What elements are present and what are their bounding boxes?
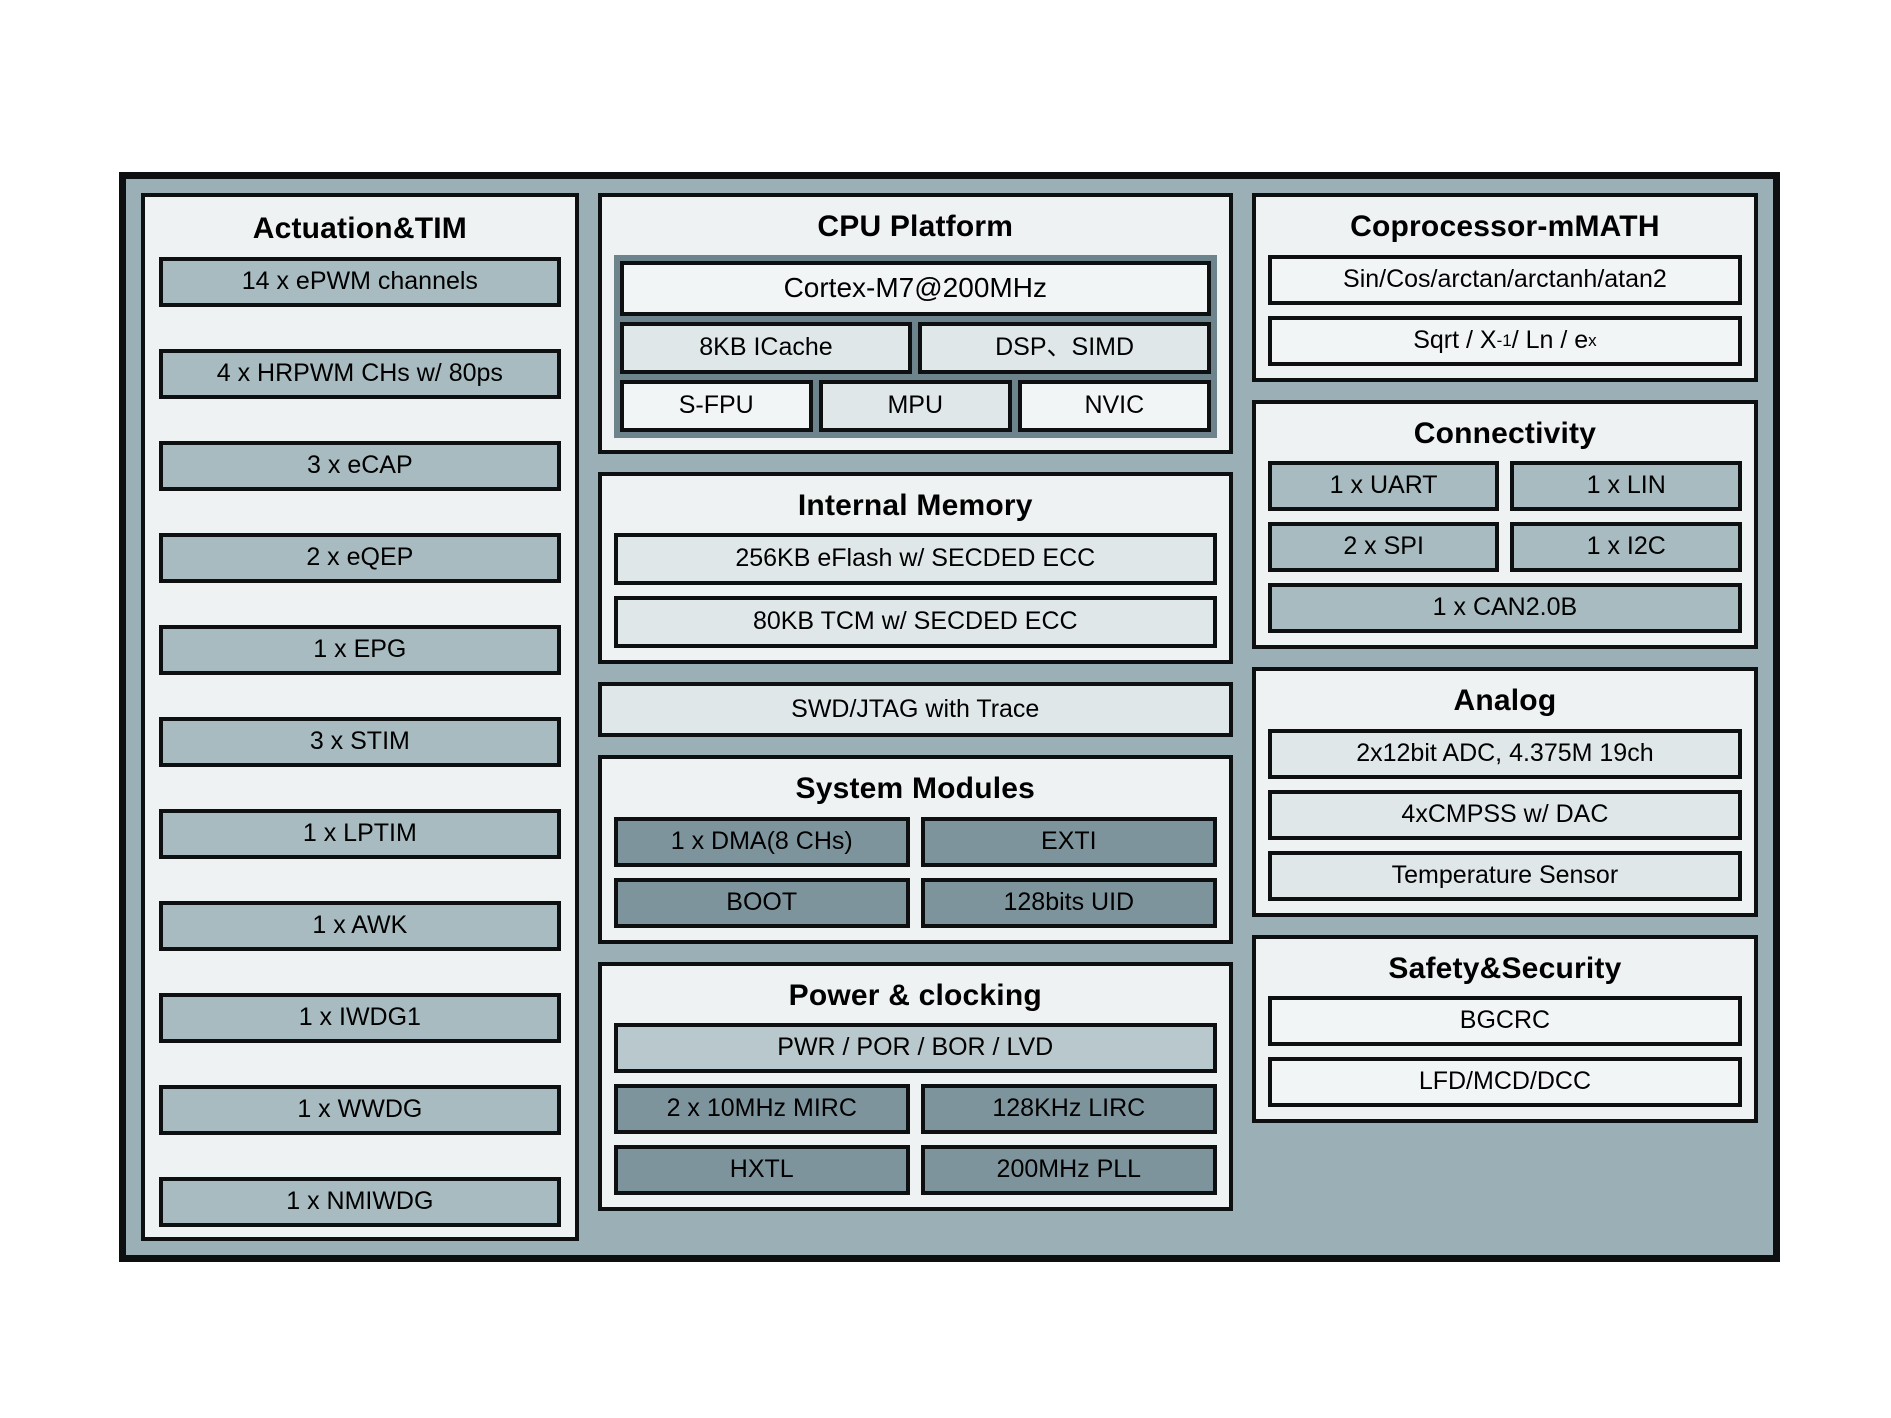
spacer [159, 1146, 561, 1165]
panel-title-internal-memory: Internal Memory [797, 488, 1033, 522]
system-dma[interactable]: 1 x DMA(8 CHs) [613, 816, 910, 867]
conn-can[interactable]: 1 x CAN2.0B [1267, 583, 1742, 633]
panel-safety-security: Safety&Security BGCRC LFD/MCD/DCC [1251, 934, 1758, 1123]
analog-list: 2x12bit ADC, 4.375M 19ch 4xCMPSS w/ DAC … [1267, 728, 1742, 901]
power-clocking-list: PWR / POR / BOR / LVD 2 x 10MHz MIRC 128… [613, 1023, 1217, 1195]
analog-adc[interactable]: 2x12bit ADC, 4.375M 19ch [1267, 728, 1742, 779]
panel-title-safety-security: Safety&Security [1388, 951, 1622, 985]
actuation-item-wwdg[interactable]: 1 x WWDG [159, 1084, 561, 1135]
coproc-trig[interactable]: Sin/Cos/arctan/arctanh/atan2 [1267, 254, 1742, 305]
cpu-mpu[interactable]: MPU [818, 379, 1012, 432]
actuation-item-eqep[interactable]: 2 x eQEP [159, 532, 561, 583]
actuation-item-hrpwm[interactable]: 4 x HRPWM CHs w/ 80ps [159, 348, 561, 399]
spacer [159, 778, 561, 797]
panel-title-connectivity: Connectivity [1413, 416, 1597, 450]
panel-title-system-modules: System Modules [795, 772, 1036, 805]
panel-title-power-clocking: Power & clocking [788, 978, 1042, 1012]
conn-lin[interactable]: 1 x LIN [1510, 461, 1742, 511]
cpu-core[interactable]: Cortex-M7@200MHz [619, 260, 1211, 316]
actuation-item-lptim[interactable]: 1 x LPTIM [159, 808, 561, 859]
safety-lfd-mcd-dcc[interactable]: LFD/MCD/DCC [1267, 1057, 1742, 1107]
conn-uart[interactable]: 1 x UART [1267, 461, 1500, 511]
analog-cmpss-dac[interactable]: 4xCMPSS w/ DAC [1267, 789, 1742, 840]
actuation-item-list: 14 x ePWM channels 4 x HRPWM CHs w/ 80ps… [159, 256, 561, 1232]
panel-cpu-platform: CPU Platform Cortex-M7@200MHz 8KB ICache… [597, 193, 1233, 454]
spacer [159, 1054, 561, 1073]
column-middle: CPU Platform Cortex-M7@200MHz 8KB ICache… [597, 193, 1233, 1241]
safety-bgcrc[interactable]: BGCRC [1267, 996, 1742, 1046]
cpu-nvic[interactable]: NVIC [1017, 379, 1211, 432]
chip-outer-frame: Actuation&TIM 14 x ePWM channels 4 x HRP… [119, 172, 1780, 1262]
panel-analog: Analog 2x12bit ADC, 4.375M 19ch 4xCMPSS … [1251, 667, 1758, 917]
power-hxtl[interactable]: HXTL [613, 1145, 910, 1195]
actuation-item-ecap[interactable]: 3 x eCAP [159, 440, 561, 491]
spacer [159, 594, 561, 613]
memory-tcm[interactable]: 80KB TCM w/ SECDED ECC [613, 596, 1217, 648]
cpu-inner-block: Cortex-M7@200MHz 8KB ICache DSP、SIMD S-F… [613, 254, 1217, 438]
safety-security-list: BGCRC LFD/MCD/DCC [1267, 996, 1742, 1107]
spacer [159, 870, 561, 889]
memory-eflash[interactable]: 256KB eFlash w/ SECDED ECC [613, 533, 1217, 585]
panel-actuation-tim: Actuation&TIM 14 x ePWM channels 4 x HRP… [141, 193, 579, 1241]
system-modules-list: 1 x DMA(8 CHs) EXTI BOOT 128bits UID [613, 816, 1217, 928]
analog-temp-sensor[interactable]: Temperature Sensor [1267, 850, 1742, 901]
power-mirc[interactable]: 2 x 10MHz MIRC [613, 1084, 910, 1134]
spacer [159, 686, 561, 705]
conn-spi[interactable]: 2 x SPI [1267, 522, 1500, 572]
panel-coprocessor-mmath: Coprocessor-mMATH Sin/Cos/arctan/arctanh… [1251, 193, 1758, 382]
power-pwr-por-bor-lvd[interactable]: PWR / POR / BOR / LVD [613, 1023, 1217, 1073]
actuation-item-stim[interactable]: 3 x STIM [159, 716, 561, 767]
panel-internal-memory: Internal Memory 256KB eFlash w/ SECDED E… [597, 471, 1233, 664]
spacer [159, 410, 561, 429]
spacer [159, 502, 561, 521]
power-pll[interactable]: 200MHz PLL [920, 1145, 1217, 1195]
spacer [159, 962, 561, 981]
panel-title-cpu-platform: CPU Platform [817, 210, 1014, 243]
actuation-item-iwdg1[interactable]: 1 x IWDG1 [159, 992, 561, 1043]
coproc-sqrt-prefix: Sqrt / X [1413, 325, 1497, 354]
panel-power-clocking: Power & clocking PWR / POR / BOR / LVD 2… [597, 961, 1233, 1211]
debug-swd-jtag[interactable]: SWD/JTAG with Trace [597, 682, 1233, 737]
spacer [159, 318, 561, 337]
coprocessor-list: Sin/Cos/arctan/arctanh/atan2 Sqrt / X-1 … [1267, 254, 1742, 366]
power-lirc[interactable]: 128KHz LIRC [920, 1084, 1217, 1134]
cpu-dsp-simd[interactable]: DSP、SIMD [918, 321, 1211, 374]
actuation-item-epg[interactable]: 1 x EPG [159, 624, 561, 675]
internal-memory-list: 256KB eFlash w/ SECDED ECC 80KB TCM w/ S… [613, 533, 1217, 648]
system-boot[interactable]: BOOT [613, 877, 910, 928]
panel-title-analog: Analog [1453, 684, 1557, 717]
actuation-item-nmiwdg[interactable]: 1 x NMIWDG [159, 1176, 561, 1227]
panel-system-modules: System Modules 1 x DMA(8 CHs) EXTI BOOT … [597, 755, 1233, 944]
panel-title-coprocessor: Coprocessor-mMATH [1350, 210, 1660, 243]
panel-title-actuation: Actuation&TIM [252, 212, 467, 245]
system-uid[interactable]: 128bits UID [920, 877, 1217, 928]
cpu-s-fpu[interactable]: S-FPU [619, 379, 813, 432]
connectivity-list: 1 x UART 1 x LIN 2 x SPI 1 x I2C 1 x CAN… [1267, 461, 1742, 633]
actuation-item-awk[interactable]: 1 x AWK [159, 900, 561, 951]
system-exti[interactable]: EXTI [920, 816, 1217, 867]
cpu-icache[interactable]: 8KB ICache [619, 321, 913, 374]
column-left: Actuation&TIM 14 x ePWM channels 4 x HRP… [141, 193, 579, 1241]
coproc-sqrt-mid: / Ln / e [1511, 325, 1589, 354]
conn-i2c[interactable]: 1 x I2C [1510, 522, 1742, 572]
panel-connectivity: Connectivity 1 x UART 1 x LIN 2 x SPI 1 … [1251, 399, 1758, 649]
actuation-item-epwm[interactable]: 14 x ePWM channels [159, 256, 561, 307]
column-right: Coprocessor-mMATH Sin/Cos/arctan/arctanh… [1251, 193, 1758, 1241]
